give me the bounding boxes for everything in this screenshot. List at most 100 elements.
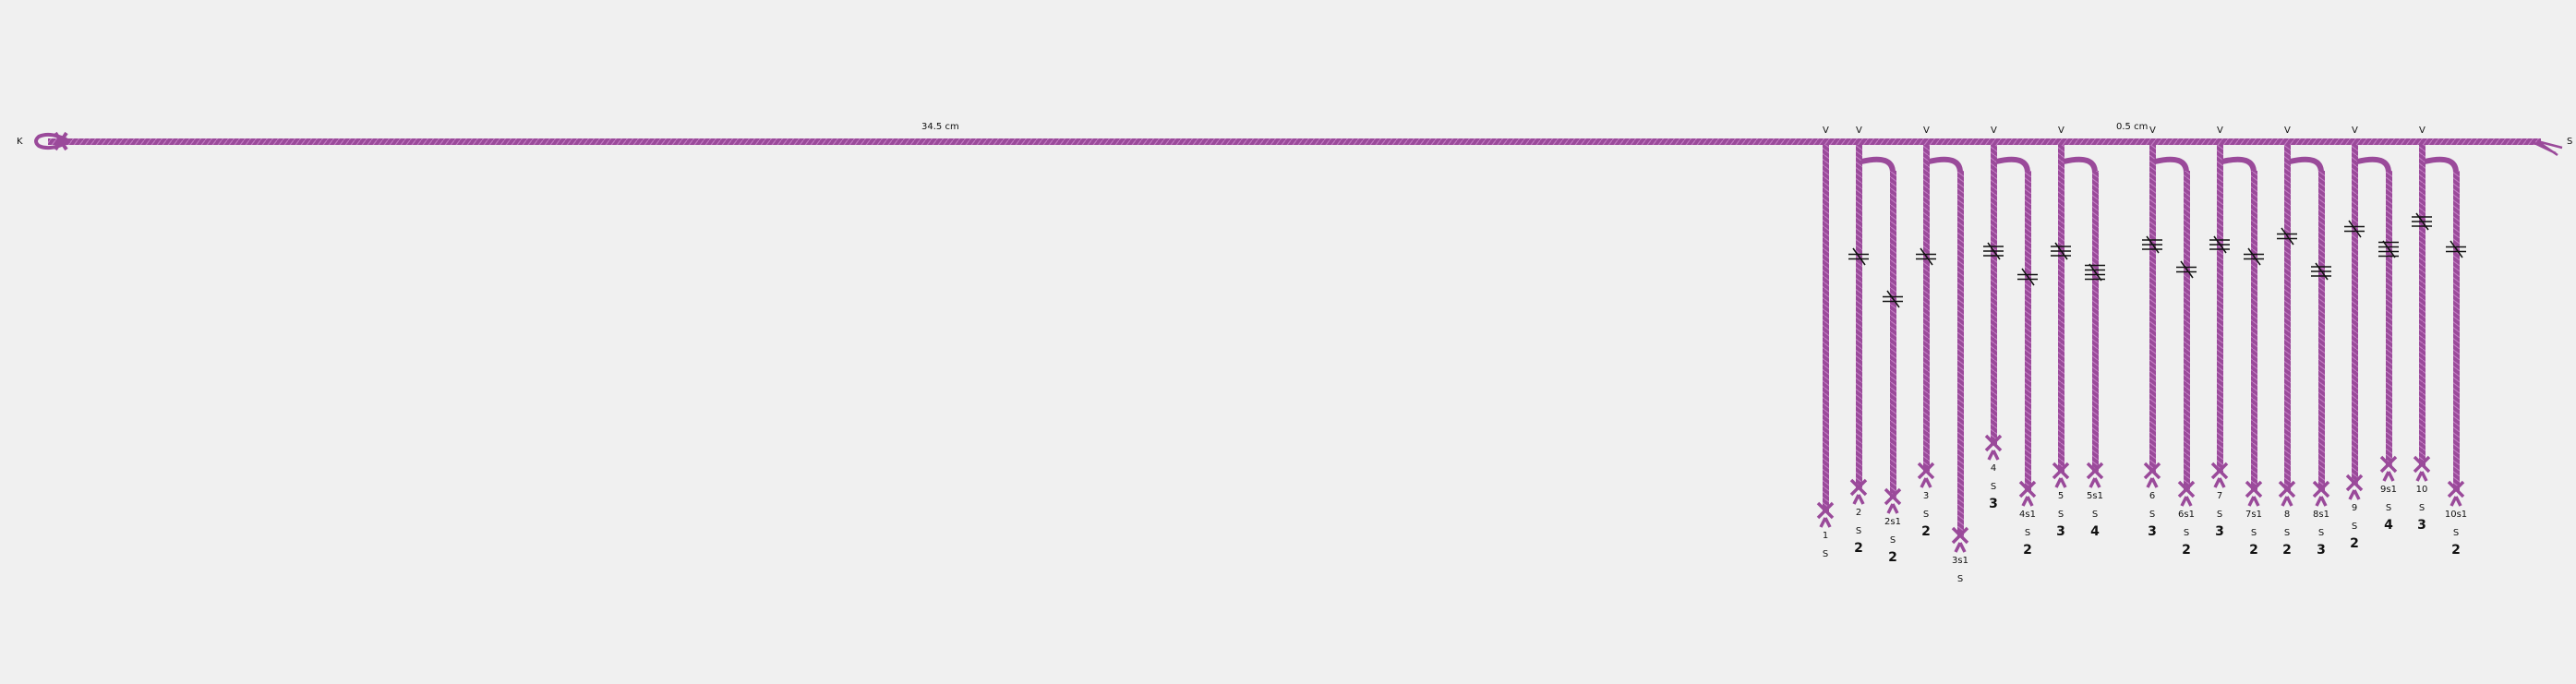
knot-slash [2315, 262, 2329, 281]
subsidiary-hook [2424, 156, 2459, 174]
pendant-cord [1856, 145, 1862, 489]
cord-end-tassel [2052, 462, 2070, 488]
pendant-6: V 6S 3 [2142, 126, 2162, 539]
attach-mark: V [2217, 126, 2223, 136]
pendant-value: 3 [2148, 524, 2157, 539]
cord-end-tassel [2278, 480, 2296, 507]
knot-slash [2450, 240, 2463, 258]
attach-mark: V [1991, 126, 1997, 136]
primary-right-label: S [2567, 137, 2572, 147]
pendant-label: 5 [2058, 491, 2064, 501]
knot-slash [2281, 227, 2294, 246]
cord-end-tassel [2345, 474, 2364, 500]
pendant-value: 3 [1989, 497, 1998, 511]
cord-end-tassel [2086, 462, 2104, 488]
pendant-ply: S [1957, 574, 1963, 584]
cord-end-tassel [1917, 462, 1935, 488]
knot-slash [2146, 235, 2160, 254]
pendant-label: 8 [2284, 510, 2290, 520]
knot-slash [1987, 242, 2001, 260]
pendant-ply: S [2025, 528, 2030, 538]
cord-end-tassel [2245, 480, 2263, 507]
cord-end-tassel [2447, 480, 2465, 507]
attach-mark: V [2352, 126, 2358, 136]
attach-mark: V [2058, 126, 2064, 136]
pendant-ply: S [2453, 528, 2459, 538]
pendant-7: V 7S 3 [2209, 126, 2230, 539]
pendant-value: 2 [2023, 543, 2032, 558]
pendant-ply: S [2318, 528, 2324, 538]
cord-end-tassel [1849, 478, 1868, 505]
knot-slash [2054, 242, 2068, 260]
pendant-cord [2419, 145, 2426, 466]
knot-slash [2213, 235, 2227, 254]
pendant-ply: S [2217, 510, 2222, 520]
pendant-value: 2 [2249, 543, 2258, 558]
knot-slash [2021, 268, 2035, 286]
pendant-cord [1991, 145, 1997, 445]
attach-mark: V [1923, 126, 1930, 136]
subsidiary-hook [1995, 156, 2030, 174]
pendant-ply: S [2149, 510, 2155, 520]
knot-slash [2415, 212, 2429, 231]
pendant-label: 6s1 [2178, 510, 2195, 520]
knot-slash [2180, 260, 2194, 279]
subsidiary-cord [1957, 171, 1964, 537]
cord-end-tassel [2379, 455, 2398, 482]
pendant-value: 2 [2282, 543, 2292, 558]
primary-left-label: K [17, 137, 23, 147]
pendant-ply: S [2386, 503, 2391, 513]
subsidiary-cord [2025, 171, 2031, 491]
knot-slash [2348, 220, 2362, 238]
pendant-label: 6 [2149, 491, 2155, 501]
pendant-label: 8s1 [2313, 510, 2329, 520]
subsidiary-cord [2092, 171, 2099, 473]
knot-slash [1852, 247, 1866, 266]
pendant-value: 3 [2056, 524, 2065, 539]
pendant-ply: S [1856, 526, 1861, 536]
pendant-cord [2217, 145, 2223, 473]
subsidiary-hook [2356, 156, 2391, 174]
pendant-value: 2 [1854, 541, 1863, 556]
pendant-value: 3 [2417, 518, 2426, 533]
pendant-label: 3 [1923, 491, 1929, 501]
subsidiary-cord [2251, 171, 2257, 491]
subsidiary-hook [2063, 156, 2098, 174]
pendant-label: 7s1 [2245, 510, 2262, 520]
pendant-ply: S [1890, 535, 1896, 546]
cord-end-tassel [1816, 501, 1835, 528]
pendant-cords: V1SV2S22s1S2V3S23s1SV4S34s1S2V5S35s1S4V6… [1816, 126, 2467, 584]
pendant-label: 7 [2217, 491, 2222, 501]
cord-end-tassel [1884, 487, 1902, 514]
cord-end-tassel [2413, 455, 2431, 482]
knot-slash [1886, 290, 1900, 308]
pendant-label: 2s1 [1884, 517, 1901, 527]
pendant-ply: S [1823, 549, 1828, 559]
pendant-value: 3 [2215, 524, 2224, 539]
subsidiary-hook [1928, 156, 1963, 174]
pendant-label: 10s1 [2445, 510, 2467, 520]
cord-end-tassel [2143, 462, 2161, 488]
attach-mark: V [2149, 126, 2156, 136]
subsidiary-hook [2289, 156, 2324, 174]
pendant-label: 3s1 [1952, 556, 1968, 566]
pendant-value: 2 [2182, 543, 2191, 558]
primary-cord [34, 131, 2563, 157]
pendant-label: 10 [2416, 485, 2428, 495]
knot-slash [2088, 263, 2102, 282]
pendant-label: 5s1 [2087, 491, 2103, 501]
pendant-label: 4 [1991, 463, 1996, 474]
subsidiary-hook [1860, 156, 1896, 174]
